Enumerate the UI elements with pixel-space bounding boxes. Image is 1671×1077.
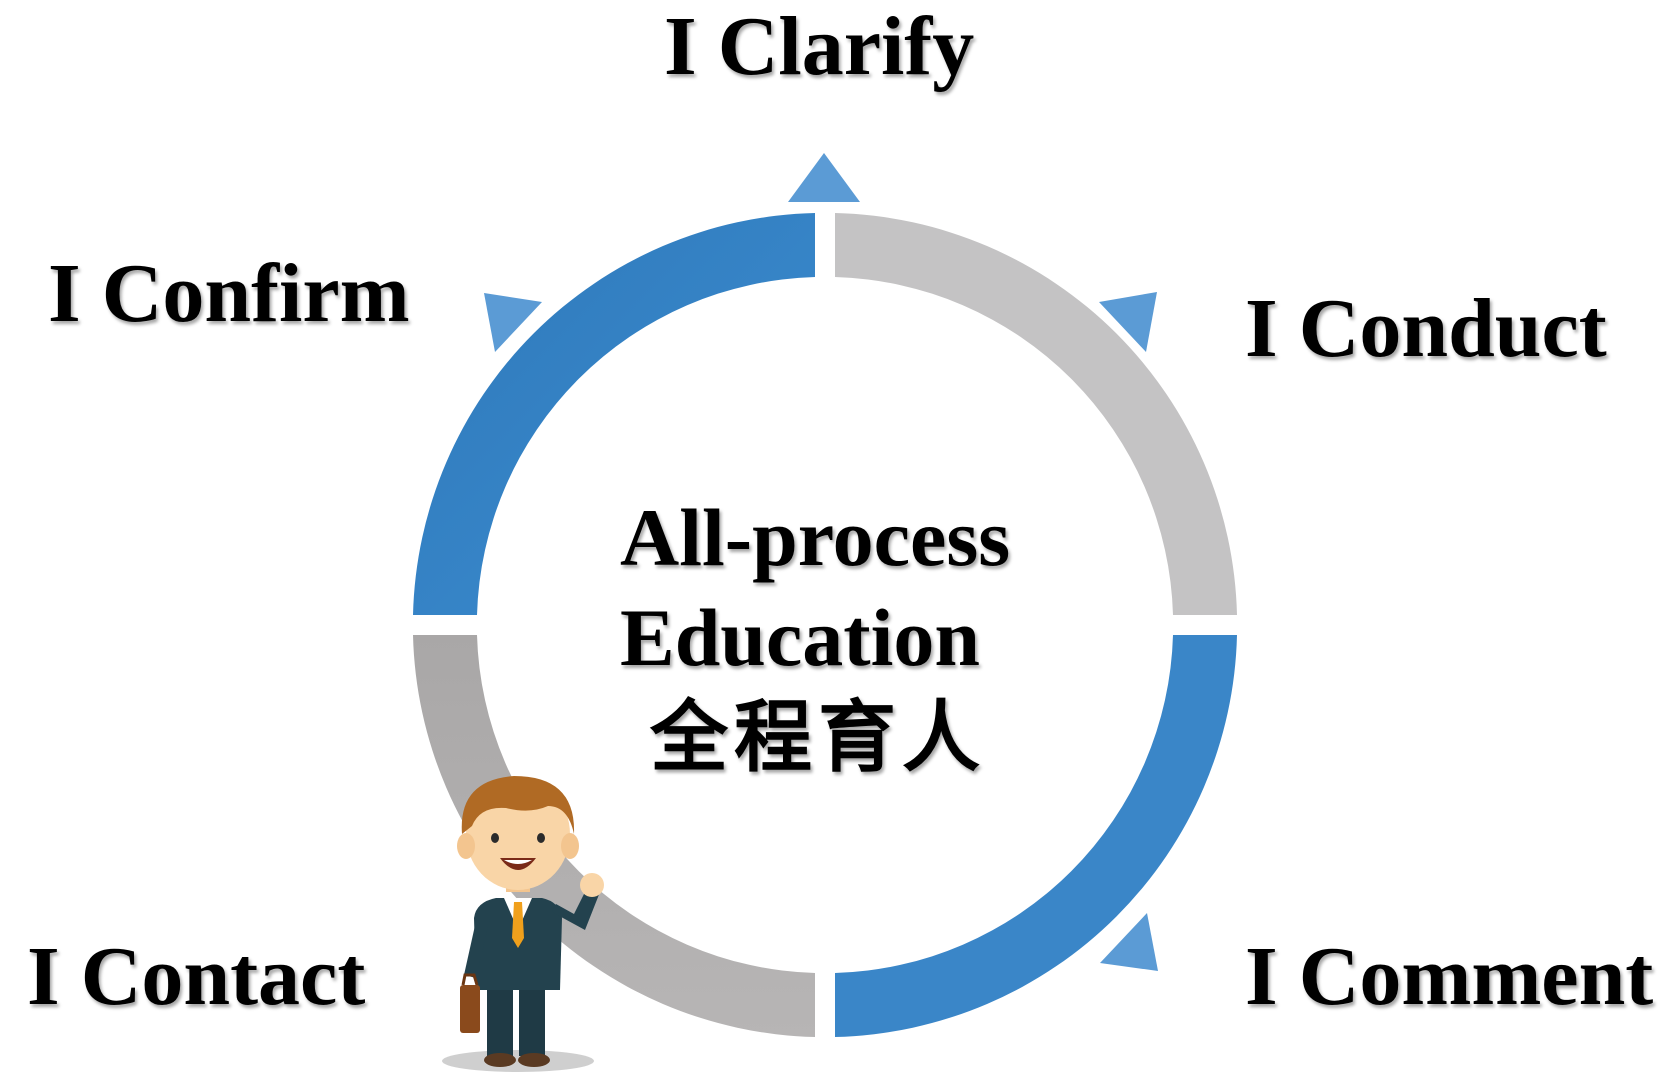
label-contact: I Contact: [27, 930, 366, 1023]
label-clarify: I Clarify: [664, 0, 975, 93]
center-title: All-process Education 全程育人: [620, 488, 1010, 788]
ring-segment-bottom-right: [835, 635, 1237, 1037]
center-title-line-3: 全程育人: [650, 692, 987, 783]
arrow-marker-icon-upper-right: [1099, 292, 1157, 352]
center-title-line-1: All-process: [620, 492, 1011, 583]
ring-segment-top-right: [835, 213, 1237, 615]
label-comment: I Comment: [1245, 930, 1654, 1023]
center-title-line-2: Education: [620, 592, 980, 683]
arrow-marker-icon-top: [788, 153, 860, 202]
label-confirm: I Confirm: [48, 247, 410, 340]
ring-segment-top-left: [413, 213, 815, 615]
arrow-marker-icon-lower-right: [1100, 913, 1158, 971]
label-conduct: I Conduct: [1245, 282, 1607, 375]
arrow-marker-icon-upper-left: [484, 293, 542, 352]
businessman-illustration: [442, 776, 604, 1072]
